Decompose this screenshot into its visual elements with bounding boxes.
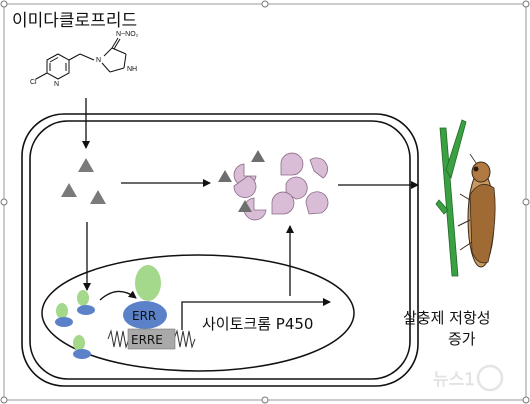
news1-logo-icon: 뉴스1: [433, 364, 504, 392]
cell-membrane-inner: [29, 120, 411, 380]
atom-n-no2: N~NO₂: [116, 31, 139, 38]
atom-n1: N: [96, 57, 101, 64]
receptor-complexes: [55, 290, 95, 359]
triangle-1: [78, 158, 94, 172]
arrow-to-err: [99, 290, 137, 301]
watermark-text: 뉴스1: [433, 370, 475, 390]
err-label: ERR: [132, 309, 156, 323]
cell-membrane-outer: [21, 113, 419, 387]
atom-cl: Cl: [30, 79, 37, 86]
bound-triangle-1: [251, 150, 265, 162]
bound-triangle-2: [218, 170, 232, 182]
cytochrome-label: 사이토크롬 P450: [202, 315, 313, 333]
enzyme-8: [305, 191, 329, 215]
enzyme-3: [243, 197, 267, 221]
title-label: 이미다클로프리드: [12, 11, 137, 31]
erre-box: [127, 328, 176, 350]
grass-stem-icon: [435, 119, 467, 277]
imidacloprid-structure: [35, 37, 127, 80]
enzyme-6: [271, 191, 295, 215]
nucleus: [41, 254, 355, 372]
triangle-2: [61, 183, 77, 197]
atom-n-ring: N: [54, 81, 59, 88]
triangle-3: [90, 190, 106, 204]
arrow-expression: [181, 298, 331, 330]
enzyme-5: [285, 176, 308, 200]
atom-nh: NH: [127, 66, 137, 73]
result-label-line2: 증가: [448, 330, 476, 348]
ligand-blob: [135, 265, 161, 301]
enzyme-7: [309, 157, 328, 179]
dna-right: [173, 329, 196, 349]
bound-triangles: [218, 150, 265, 212]
planthopper-icon: [457, 153, 496, 268]
err-receptor: [123, 301, 167, 329]
erre-label: ERRE: [131, 333, 163, 347]
enzyme-2: [233, 175, 257, 198]
bound-triangle-3: [238, 200, 252, 212]
dna-left: [107, 329, 130, 349]
result-label-line1: 살충제 저항성: [403, 309, 491, 327]
imidacloprid-triangles: [61, 158, 106, 204]
p450-enzymes: [233, 152, 329, 221]
enzyme-4: [280, 152, 304, 176]
